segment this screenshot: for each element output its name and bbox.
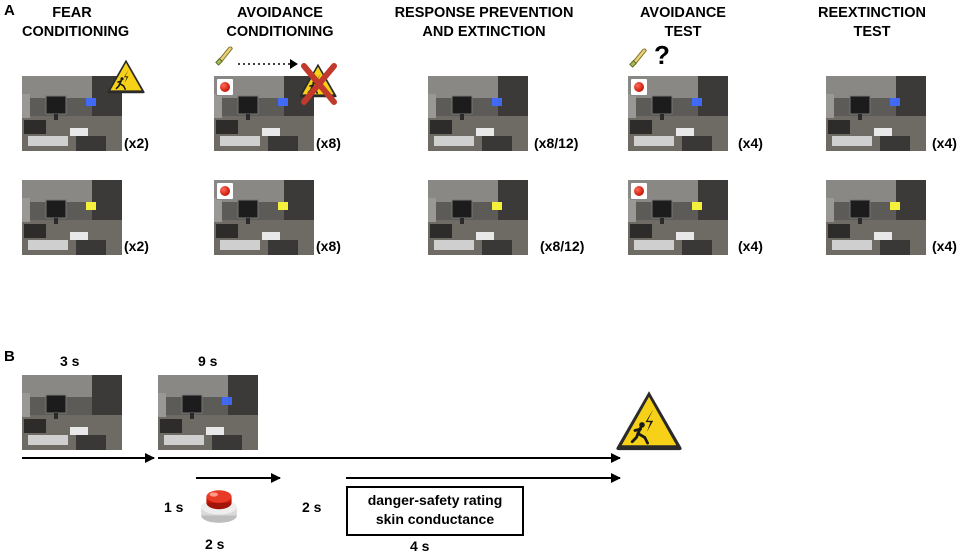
trial-count: (x4) (932, 238, 957, 254)
scene-photo-yellow-cue (214, 180, 314, 255)
duration-1s: 1 s (164, 499, 184, 515)
timeline-arrows (22, 453, 621, 483)
dotted-arrow (238, 59, 298, 69)
scene-photo-yellow-cue (826, 180, 926, 255)
duration-2s-press: 2 s (205, 536, 225, 552)
trial-count: (x4) (738, 238, 763, 254)
trial-count: (x2) (124, 238, 149, 254)
trial-count: (x8/12) (534, 135, 579, 151)
trial-count: (x8) (316, 135, 341, 151)
warning-shock-icon (614, 388, 684, 452)
measure-rating: danger-safety rating (367, 492, 503, 508)
phase-title-line1: REEXTINCTION (818, 5, 926, 21)
phase-title-line1: AVOIDANCE (237, 5, 323, 21)
phase-title-line1: FEAR (52, 5, 92, 21)
duration-3s: 3 s (60, 353, 80, 369)
scene-photo-cue (158, 375, 258, 450)
trial-count: (x8/12) (540, 238, 585, 254)
duration-9s: 9 s (198, 353, 218, 369)
red-button-icon (198, 484, 240, 526)
measures-box: danger-safety rating skin conductance (346, 486, 524, 536)
scene-photo-yellow-cue (428, 180, 528, 255)
scene-photo-yellow-cue (22, 180, 122, 255)
phase-title-line1: AVOIDANCE (640, 5, 726, 21)
phase-title-line2: CONDITIONING (22, 24, 130, 40)
hand-press-icon (628, 46, 650, 68)
duration-2s-delay: 2 s (302, 499, 322, 515)
phase-title-line2: TEST (853, 24, 891, 40)
hand-press-icon (214, 44, 236, 66)
scene-photo-context (22, 375, 122, 450)
scene-photo-blue-cue (22, 76, 122, 151)
trial-count: (x4) (932, 135, 957, 151)
trial-count: (x4) (738, 135, 763, 151)
red-button-icon (630, 78, 648, 96)
warning-shock-icon (106, 58, 146, 94)
warning-shock-crossed-icon (298, 62, 338, 105)
duration-4s: 4 s (410, 538, 430, 554)
red-button-icon (216, 78, 234, 96)
question-mark: ? (654, 40, 670, 70)
phase-title-reextinction-test: REEXTINCTION TEST (812, 4, 932, 42)
measure-skin-conductance: skin conductance (375, 511, 495, 527)
panel-a-label: A (4, 2, 15, 19)
phase-title-line2: CONDITIONING (226, 24, 334, 40)
phase-title-line2: TEST (664, 24, 702, 40)
phase-title-line2: AND EXTINCTION (422, 24, 546, 40)
trial-count: (x8) (316, 238, 341, 254)
trial-count: (x2) (124, 135, 149, 151)
phase-title-avoidance-test: AVOIDANCE TEST (628, 4, 738, 42)
phase-title-fear-conditioning: FEAR CONDITIONING (22, 4, 130, 42)
scene-photo-blue-cue (428, 76, 528, 151)
red-button-icon (630, 182, 648, 200)
red-button-icon (216, 182, 234, 200)
phase-title-avoidance-conditioning: AVOIDANCE CONDITIONING (220, 4, 340, 42)
scene-photo-blue-cue (826, 76, 926, 151)
phase-title-line1: RESPONSE PREVENTION (394, 5, 574, 21)
panel-b-label: B (4, 348, 15, 365)
phase-title-response-prevention: RESPONSE PREVENTION AND EXTINCTION (380, 4, 588, 42)
